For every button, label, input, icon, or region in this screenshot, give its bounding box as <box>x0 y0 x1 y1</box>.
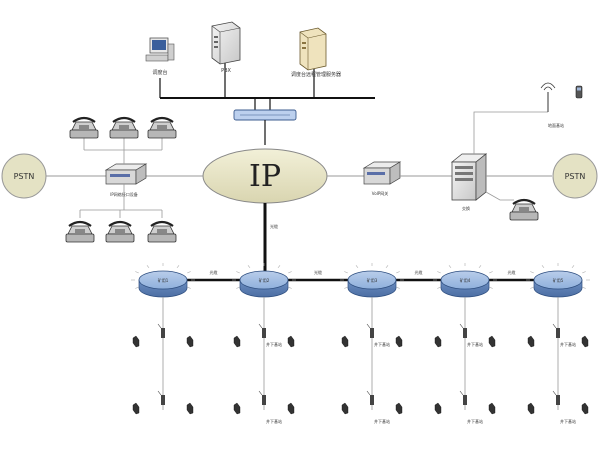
cabinet-icon <box>450 153 488 201</box>
base-station-label: 井下基站 <box>374 341 390 347</box>
right-gateway-icon <box>362 161 402 185</box>
server-icon <box>211 21 241 65</box>
mobile-phone-icon <box>434 335 442 348</box>
mobile-phone-icon <box>434 402 442 415</box>
mobile-phone-icon <box>581 335 589 348</box>
ring-switch-node: 矿用2 <box>232 263 296 298</box>
base-station-icon <box>370 395 374 405</box>
mobile-phone-icon <box>287 402 295 415</box>
top-bus <box>159 62 375 110</box>
left-top-phone-links <box>83 138 163 164</box>
ring-link-label: 光缆 <box>210 269 218 275</box>
ring-node-label: 矿用4 <box>460 277 471 283</box>
mobile-phone-icon <box>186 335 194 348</box>
left-bottom-phone-links <box>79 184 163 218</box>
switch-icon <box>233 109 297 121</box>
mobile-phone-icon <box>488 402 496 415</box>
node-drop <box>132 297 194 415</box>
base-station-icon <box>262 328 266 338</box>
mobile-phone-icon <box>395 402 403 415</box>
base-station-label: 井下基站 <box>374 418 390 424</box>
base-station-label: 井下基站 <box>467 341 483 347</box>
mobile-phone-icon <box>575 85 583 99</box>
mobile-phone-icon <box>527 335 535 348</box>
base-station-icon <box>463 328 467 338</box>
base-station-label: 井下基站 <box>266 341 282 347</box>
ring-link-label: 光缆 <box>415 269 423 275</box>
ring-node-label: 矿用5 <box>553 277 564 283</box>
base-station-icon <box>556 395 560 405</box>
phone-icon <box>509 198 539 221</box>
mobile-phone-icon <box>341 402 349 415</box>
right-base-station-links <box>473 111 548 201</box>
management-server-icon <box>299 27 327 71</box>
pstn-right-circle <box>552 153 598 199</box>
base-station-icon <box>262 395 266 405</box>
console-label: 调度台 <box>152 69 167 76</box>
mobile-phone-icon <box>341 335 349 348</box>
mobile-phone-icon <box>233 402 241 415</box>
base-station-label: 井下基站 <box>560 418 576 424</box>
ring-switch-node: 矿用1 <box>131 263 195 298</box>
antenna-icon <box>540 82 556 112</box>
phone-icon <box>147 116 177 139</box>
phone-icon <box>109 116 139 139</box>
mobile-phone-icon <box>186 402 194 415</box>
mobile-phone-icon <box>581 402 589 415</box>
ring-link-label: 光缆 <box>508 269 516 275</box>
pstn-left-label: PSTN <box>14 172 35 181</box>
ring-switch-node: 矿用3 <box>340 263 404 298</box>
phone-icon <box>65 220 95 243</box>
cabinet-label: 交换 <box>462 205 470 211</box>
server2-label: 调度台远程管理服务器 <box>291 71 341 78</box>
pstn-right-label: PSTN <box>565 172 586 181</box>
mobile-phone-icon <box>132 402 140 415</box>
mobile-phone-icon <box>527 402 535 415</box>
base-station-label: 井下基站 <box>560 341 576 347</box>
mobile-phone-icon <box>488 335 496 348</box>
ring-nodes: 矿用1 矿用2 矿用3 矿用4 矿用5 <box>131 263 590 298</box>
fiber-label: 光缆 <box>270 223 278 229</box>
ring-link-label: 光缆 <box>314 269 322 275</box>
base-station-label: 井下基站 <box>467 418 483 424</box>
phone-icon <box>147 220 177 243</box>
ring-node-label: 矿用1 <box>158 277 169 283</box>
phone-icon <box>69 116 99 139</box>
mobile-phone-icon <box>287 335 295 348</box>
base-station-icon <box>556 328 560 338</box>
ip-label: IP <box>249 159 281 194</box>
right-base-label: 地面基站 <box>548 122 564 128</box>
console-icon <box>145 37 175 62</box>
mobile-phone-icon <box>132 335 140 348</box>
mobile-phone-icon <box>233 335 241 348</box>
ring-node-label: 矿用2 <box>259 277 270 283</box>
server1-label: PBX <box>221 68 231 74</box>
base-station-icon <box>161 395 165 405</box>
base-station-icon <box>370 328 374 338</box>
base-station-icon <box>463 395 467 405</box>
phone-icon <box>105 220 135 243</box>
ring-switch-node: 矿用4 <box>433 263 497 298</box>
ring-node-label: 矿用3 <box>367 277 378 283</box>
base-station-label: 井下基站 <box>266 418 282 424</box>
left-gateway-icon <box>104 163 148 185</box>
mobile-phone-icon <box>395 335 403 348</box>
ring-switch-node: 矿用5 <box>526 263 590 298</box>
base-station-icon <box>161 328 165 338</box>
right-gateway-label: VoIP网关 <box>372 190 388 196</box>
